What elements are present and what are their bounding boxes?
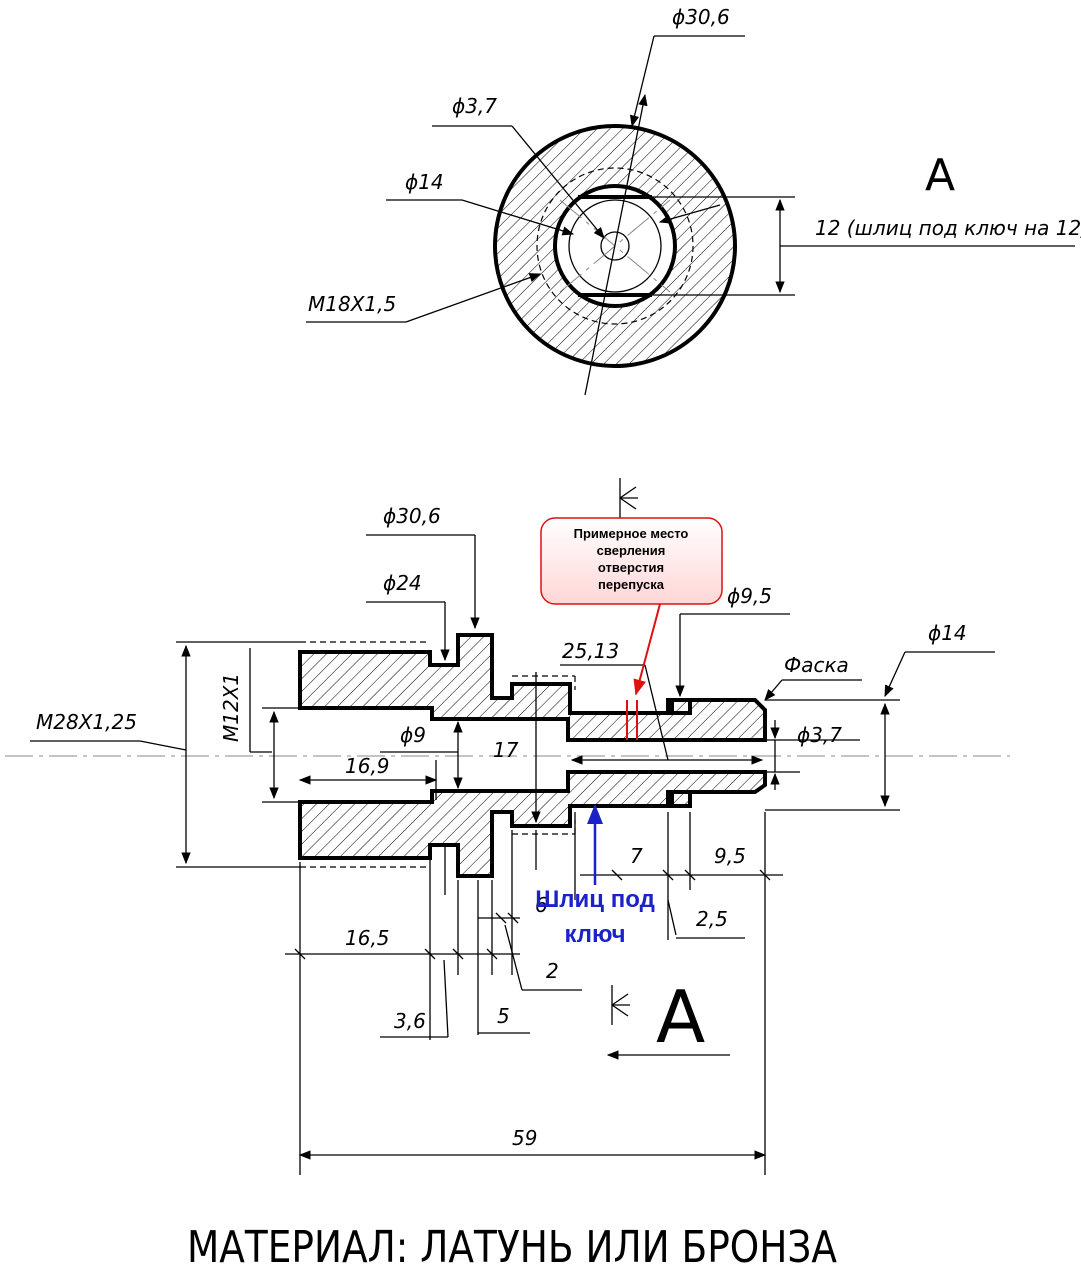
end-view-letter: A xyxy=(925,150,955,201)
thread-bore-label: M12X1 xyxy=(219,673,243,742)
material-note: МАТЕРИАЛ: ЛАТУНЬ ИЛИ БРОНЗА xyxy=(187,1222,837,1273)
end-view-flats-note: 12 (шлиц под ключ на 12) xyxy=(815,216,1081,240)
length-2-5-label: 2,5 xyxy=(696,907,728,931)
drill-callout-line-2: сверления xyxy=(597,543,666,558)
section-lower-half xyxy=(298,770,767,878)
section-upper-half xyxy=(298,633,767,742)
length-9-5-label: 9,5 xyxy=(714,844,746,868)
bore-length-label: 16,9 xyxy=(345,754,390,778)
channel-length-label: 25,13 xyxy=(562,639,619,663)
diameter-groove-label: ϕ24 xyxy=(383,571,422,595)
diameter-tip-label: ϕ14 xyxy=(928,621,967,645)
length-7-label: 7 xyxy=(630,844,643,868)
section-view: ϕ30,6 ϕ24 ϕ9,5 ϕ14 Фаска ϕ3,7 M28X1,25 xyxy=(5,478,1010,1175)
length-2-label: 2 xyxy=(546,959,559,983)
length-3-6-label: 3,6 xyxy=(394,1009,426,1033)
diameter-small-groove-label: ϕ9,5 xyxy=(727,584,772,608)
total-length-label: 59 xyxy=(512,1126,537,1150)
view-marker-letter: A xyxy=(656,975,705,1059)
drill-callout-line-3: отверстия xyxy=(598,560,664,575)
wrench-callout-line-2: ключ xyxy=(564,921,625,948)
passage-length-label: 17 xyxy=(493,738,519,762)
end-view-thread-label: M18X1,5 xyxy=(308,292,396,316)
channel-diameter-label: ϕ3,7 xyxy=(797,723,842,747)
thread-main-label: M28X1,25 xyxy=(36,710,137,734)
section-mark-top xyxy=(619,478,638,518)
wrench-flats-callout: Шлиц под ключ xyxy=(535,804,655,948)
drill-location-callout: Примерное место сверления отверстия пере… xyxy=(540,517,723,696)
drill-callout-line-1: Примерное место xyxy=(574,526,689,541)
diameter-collar-label: ϕ30,6 xyxy=(383,504,441,528)
end-view: ϕ30,6 ϕ3,7 ϕ14 M18X1,5 12 (шлиц под ключ… xyxy=(306,5,1081,396)
wrench-callout-line-1: Шлиц под xyxy=(535,886,655,913)
end-view-diameter-outer-label: ϕ30,6 xyxy=(672,5,730,29)
length-16-5-label: 16,5 xyxy=(345,926,390,950)
length-6-label: 6 xyxy=(535,893,548,917)
length-5-label: 5 xyxy=(497,1004,510,1028)
bore-diameter-label: ϕ9 xyxy=(400,723,426,747)
section-mark-bottom xyxy=(611,985,630,1025)
end-view-body xyxy=(493,93,737,396)
end-view-diameter-hole-label: ϕ3,7 xyxy=(452,94,497,118)
end-view-diameter-inner-label: ϕ14 xyxy=(405,170,444,194)
chamfer-label: Фаска xyxy=(784,653,849,677)
drill-callout-line-4: перепуска xyxy=(598,577,665,592)
